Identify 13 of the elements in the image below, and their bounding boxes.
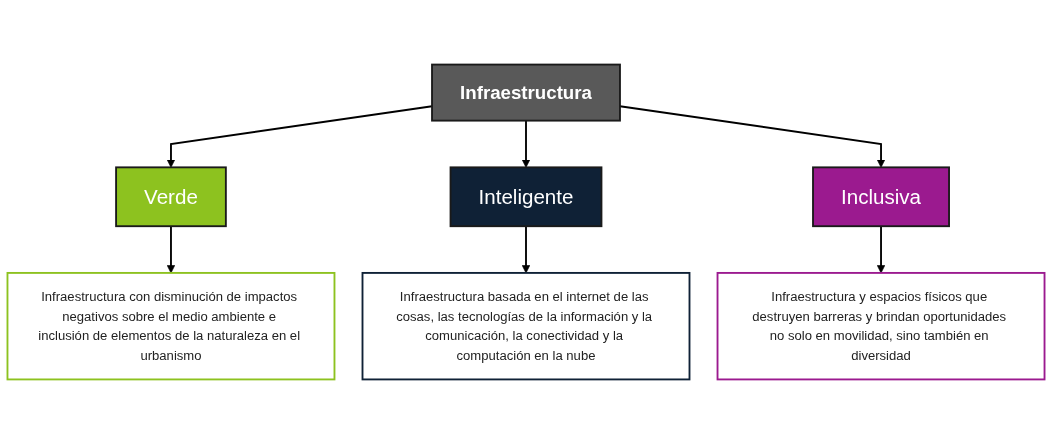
node-box: Infraestructura: [431, 63, 621, 122]
node-box: Inclusiva: [812, 166, 950, 228]
arrow: [619, 105, 886, 168]
arrow: [166, 225, 176, 274]
node-box: Infraestructura basada en el internet de las cosas, las tecnologías de la información y la comunicación, la conectividad y la computación en la nube: [361, 272, 691, 381]
node-box: Infraestructura con disminución de impactos negativos sobre el medio ambiente e inclusión de elementos de la naturaleza en el urbanismo: [6, 272, 336, 381]
node-box: Infraestructura y espacios físicos que destruyen barreras y brindan oportunidades no solo en movilidad, sino también en diversidad: [716, 272, 1046, 381]
arrow: [876, 225, 886, 274]
arrow: [521, 119, 531, 168]
arrow: [166, 105, 433, 168]
node-box: Inteligente: [449, 166, 603, 228]
arrow: [521, 225, 531, 274]
node-box: Verde: [115, 166, 227, 228]
